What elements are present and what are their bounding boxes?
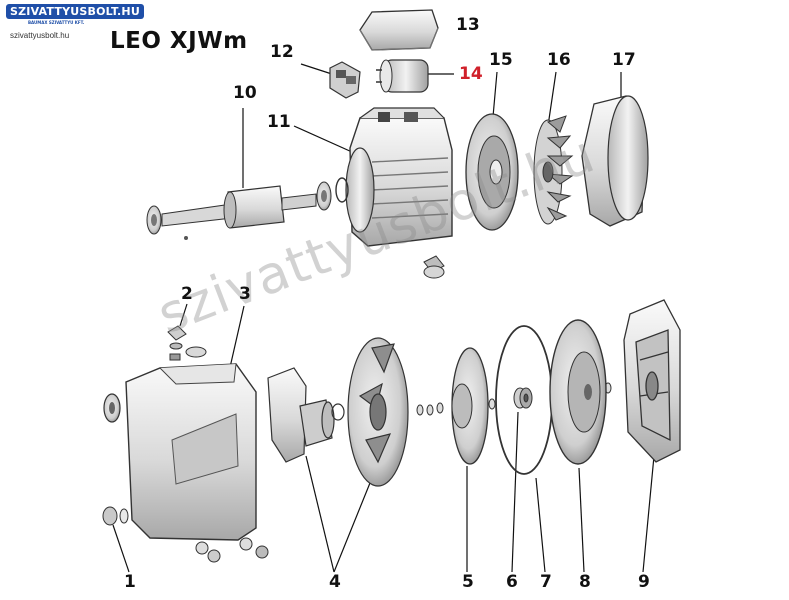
callout-12[interactable]: 12 bbox=[270, 42, 294, 62]
part-16-cooling-fan[interactable] bbox=[533, 115, 574, 225]
part-9-bracket[interactable] bbox=[623, 299, 681, 463]
callout-2[interactable]: 2 bbox=[181, 284, 193, 304]
part-10-rotor-shaft[interactable] bbox=[146, 181, 332, 240]
callout-14[interactable]: 14 bbox=[459, 64, 483, 84]
callout-16[interactable]: 16 bbox=[547, 50, 571, 70]
callout-4[interactable]: 4 bbox=[329, 572, 341, 592]
part-8-seal-plate[interactable] bbox=[549, 319, 607, 465]
part-15-end-shield[interactable] bbox=[465, 113, 519, 231]
callout-10[interactable]: 10 bbox=[233, 83, 257, 103]
callout-11[interactable]: 11 bbox=[267, 112, 291, 132]
seal-washers bbox=[416, 382, 612, 416]
callout-1[interactable]: 1 bbox=[124, 572, 136, 592]
part-6-mechanical-seal[interactable] bbox=[513, 387, 533, 409]
part-11-motor-housing[interactable] bbox=[335, 107, 453, 279]
part-17-fan-cover[interactable] bbox=[581, 95, 649, 227]
callout-17[interactable]: 17 bbox=[612, 50, 636, 70]
callout-13[interactable]: 13 bbox=[456, 15, 480, 35]
diagram-title: LEO XJWm bbox=[110, 28, 248, 54]
part-3-pump-casing[interactable] bbox=[103, 363, 257, 541]
callout-15[interactable]: 15 bbox=[489, 50, 513, 70]
logo-brand-text: SZIVATTYUSBOLT.HU bbox=[6, 4, 144, 19]
brand-logo[interactable]: SZIVATTYUSBOLT.HU BAUMAX SZIVATTYU KFT. … bbox=[6, 4, 144, 46]
part-1-drain-screws[interactable] bbox=[102, 506, 269, 563]
callout-6[interactable]: 6 bbox=[506, 572, 518, 592]
part-14-capacitor[interactable] bbox=[376, 59, 429, 93]
callout-7[interactable]: 7 bbox=[540, 572, 552, 592]
logo-domain: szivattyusbolt.hu bbox=[10, 31, 70, 40]
leader-lines bbox=[112, 27, 655, 573]
part-4-diffuser-ejector[interactable] bbox=[267, 337, 409, 487]
part-5-impeller[interactable] bbox=[451, 347, 489, 465]
callout-8[interactable]: 8 bbox=[579, 572, 591, 592]
callout-3[interactable]: 3 bbox=[239, 284, 251, 304]
callout-9[interactable]: 9 bbox=[638, 572, 650, 592]
logo-tagline: BAUMAX SZIVATTYU KFT. bbox=[28, 20, 85, 25]
part-12-terminal-block[interactable] bbox=[329, 61, 361, 99]
callout-5[interactable]: 5 bbox=[462, 572, 474, 592]
part-13-terminal-cover[interactable] bbox=[359, 9, 439, 51]
part-2-drain-plug[interactable] bbox=[167, 325, 207, 361]
